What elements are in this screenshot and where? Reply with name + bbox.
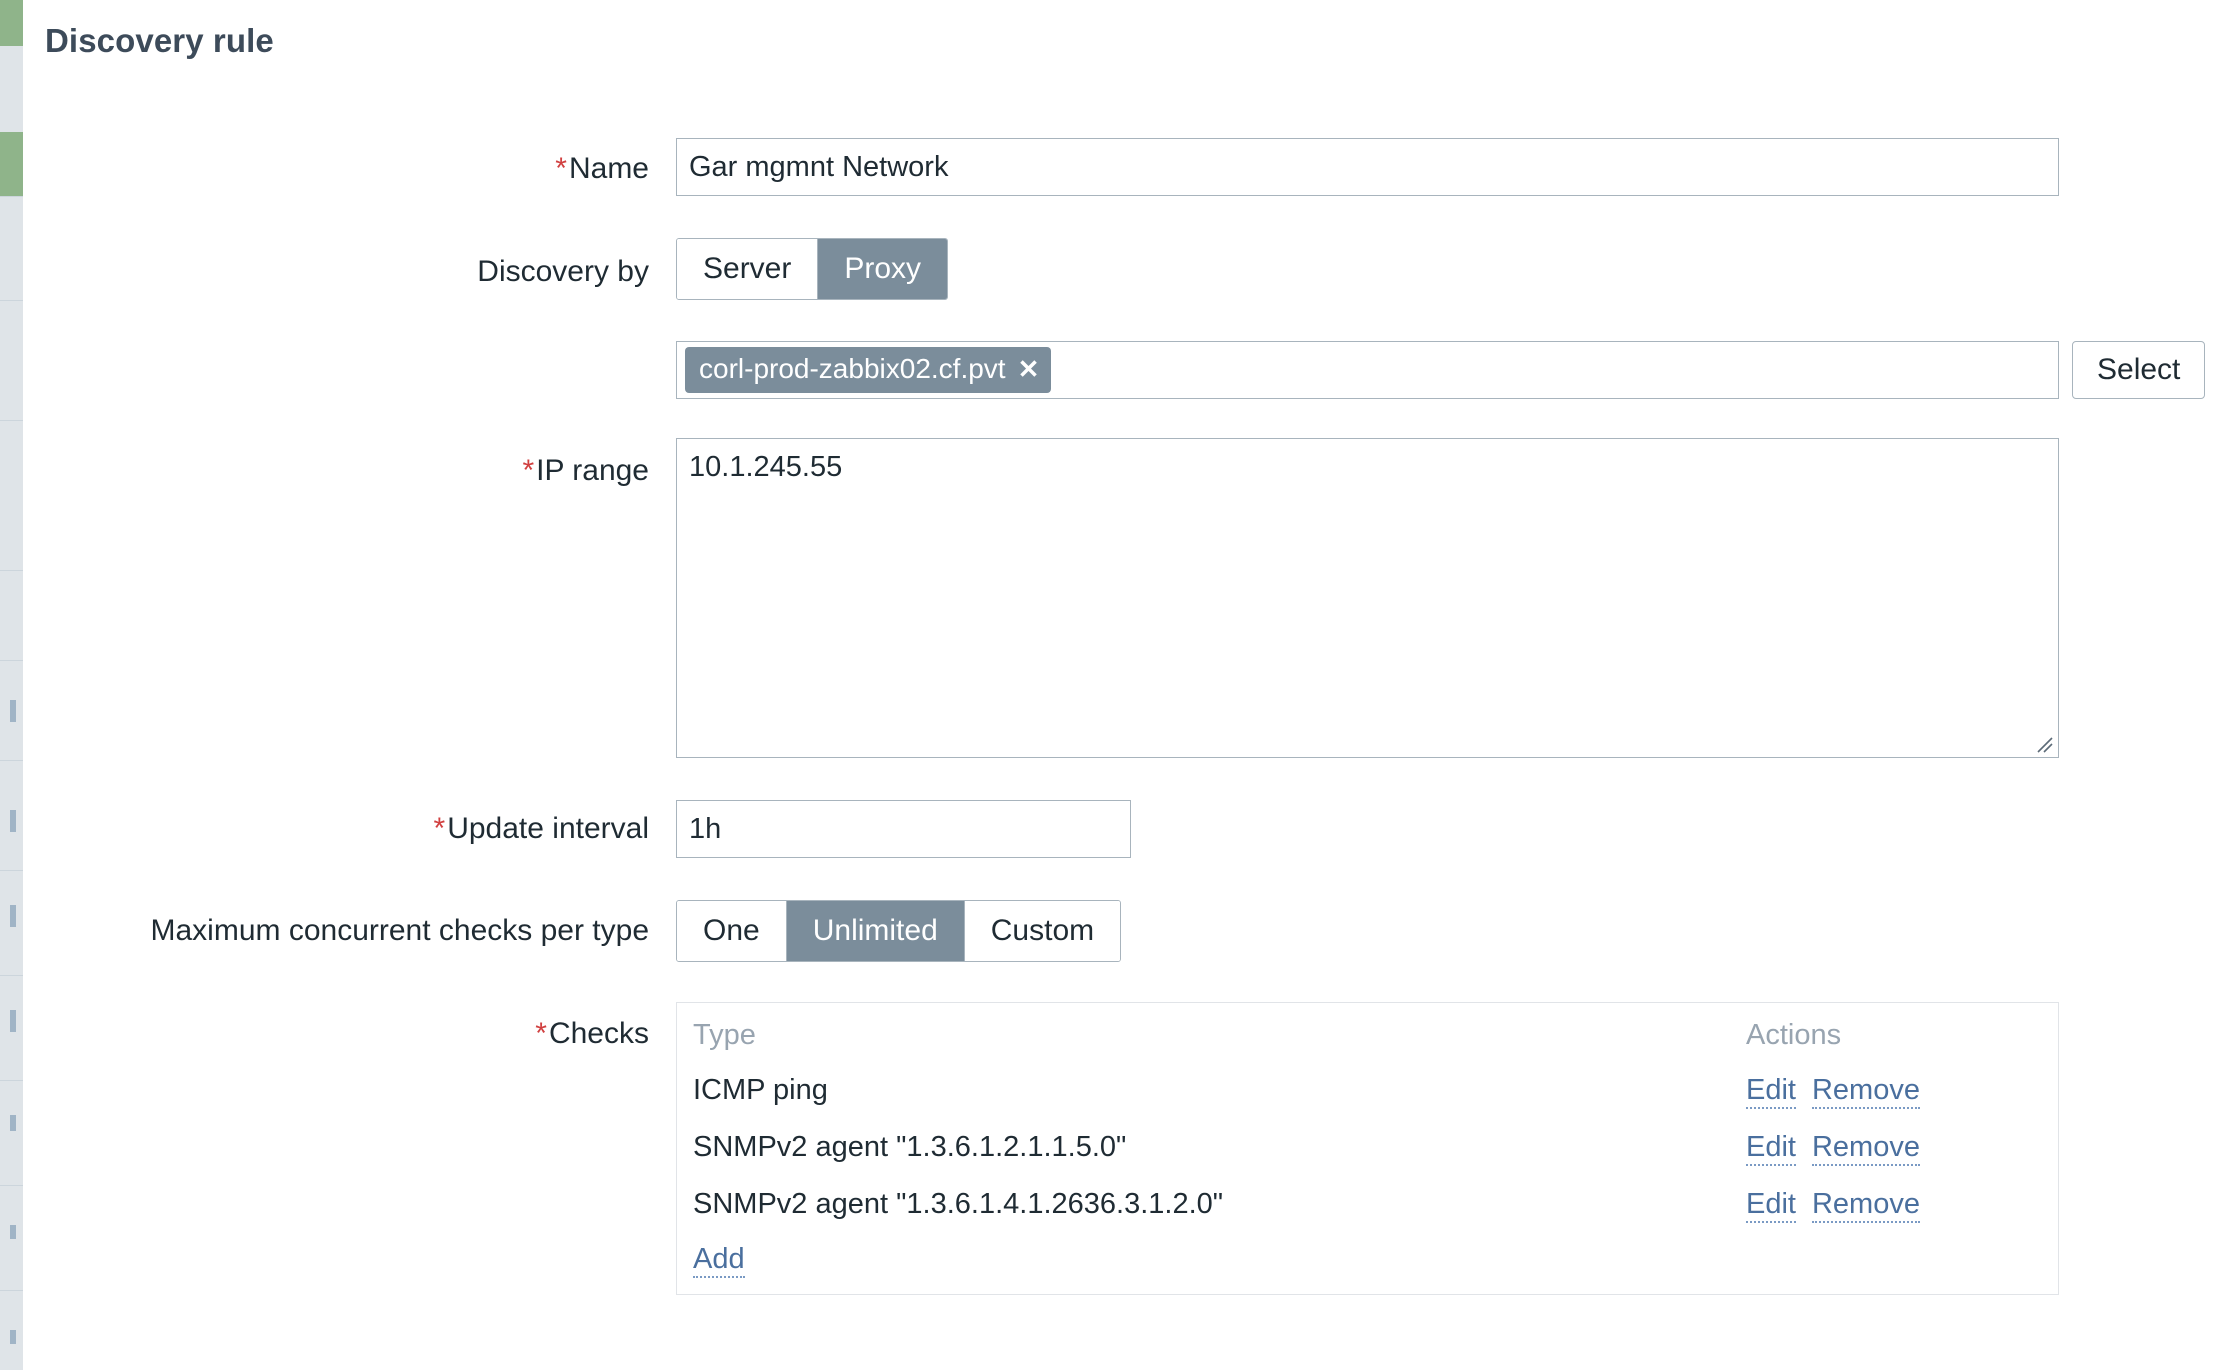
check-type-cell: SNMPv2 agent "1.3.6.1.2.1.1.5.0" <box>693 1131 1127 1163</box>
discovery-by-option-proxy[interactable]: Proxy <box>818 239 948 299</box>
add-cell: Add <box>677 1233 2058 1294</box>
column-header-actions: Actions <box>1746 1019 1842 1051</box>
max-concurrent-option-one[interactable]: One <box>677 901 787 961</box>
background-page-sliver <box>0 0 26 1370</box>
background-row-divider <box>0 570 23 571</box>
check-actions-cell: Edit Remove <box>1728 1119 2058 1176</box>
check-type-cell: SNMPv2 agent "1.3.6.1.4.1.2636.3.1.2.0" <box>693 1188 1224 1220</box>
remove-link[interactable]: Remove <box>1811 1074 1920 1109</box>
ip-range-label: *IP range <box>29 454 649 488</box>
max-concurrent-option-custom[interactable]: Custom <box>964 901 1121 961</box>
checks-label: *Checks <box>29 1017 649 1051</box>
background-row-divider <box>0 760 23 761</box>
proxy-select-button[interactable]: Select <box>2072 341 2206 399</box>
discovery-by-segmented-control[interactable]: Server Proxy <box>676 238 949 300</box>
update-interval-input[interactable] <box>676 800 1131 858</box>
max-concurrent-option-unlimited[interactable]: Unlimited <box>786 901 965 961</box>
close-icon[interactable]: ✕ <box>1017 354 1040 384</box>
table-row: SNMPv2 agent "1.3.6.1.4.1.2636.3.1.2.0" … <box>677 1176 2058 1233</box>
update-interval-label: *Update interval <box>29 812 649 846</box>
page-title: Discovery rule <box>45 22 274 59</box>
background-row-divider <box>0 1185 23 1186</box>
background-row-mark <box>10 1330 16 1344</box>
background-row-mark <box>10 905 16 927</box>
required-asterisk-icon: * <box>555 152 567 185</box>
edit-link[interactable]: Edit <box>1746 1131 1796 1166</box>
checks-table-header-row: Type Actions <box>677 1003 2058 1062</box>
discovery-rule-dialog: Discovery rule *Name Discovery by Server… <box>29 0 2228 1370</box>
ip-range-textarea[interactable]: 10.1.245.55 <box>676 438 2059 758</box>
remove-link[interactable]: Remove <box>1811 1188 1920 1223</box>
background-status-badge <box>0 132 23 196</box>
background-row-divider <box>0 196 23 197</box>
background-row-divider <box>0 660 23 661</box>
name-label: *Name <box>29 152 649 186</box>
max-concurrent-checks-label: Maximum concurrent checks per type <box>150 914 649 947</box>
background-row-mark <box>10 1010 16 1032</box>
check-type-cell: ICMP ping <box>693 1074 828 1106</box>
background-row-divider <box>0 1290 23 1291</box>
table-row: ICMP ping Edit Remove <box>677 1062 2058 1119</box>
background-row-divider <box>0 1080 23 1081</box>
background-row-divider <box>0 300 23 301</box>
required-asterisk-icon: * <box>433 812 446 845</box>
background-row-divider <box>0 870 23 871</box>
background-status-badge <box>0 0 23 46</box>
checks-label-text: Checks <box>548 1017 649 1050</box>
background-row-mark <box>10 810 16 832</box>
column-header-type: Type <box>693 1019 756 1051</box>
add-check-link[interactable]: Add <box>693 1243 745 1278</box>
check-actions-cell: Edit Remove <box>1728 1176 2058 1233</box>
checks-add-row: Add <box>677 1233 2058 1294</box>
update-interval-label-text: Update interval <box>447 812 649 845</box>
background-row-mark <box>10 700 16 722</box>
proxy-chip[interactable]: corl-prod-zabbix02.cf.pvt ✕ <box>685 347 1052 393</box>
name-input[interactable] <box>676 138 2059 196</box>
required-asterisk-icon: * <box>535 1017 547 1050</box>
check-actions-cell: Edit Remove <box>1728 1062 2058 1119</box>
required-asterisk-icon: * <box>522 454 535 487</box>
max-concurrent-checks-segmented-control[interactable]: One Unlimited Custom <box>676 900 1122 962</box>
edit-link[interactable]: Edit <box>1746 1074 1796 1109</box>
name-label-text: Name <box>568 152 649 185</box>
ip-range-label-text: IP range <box>536 454 649 487</box>
proxy-multiselect-field[interactable]: corl-prod-zabbix02.cf.pvt ✕ <box>676 341 2059 399</box>
discovery-by-label: Discovery by <box>477 255 649 288</box>
discovery-by-option-server[interactable]: Server <box>677 239 819 299</box>
proxy-chip-label: corl-prod-zabbix02.cf.pvt <box>699 353 1006 384</box>
background-row-mark <box>10 1115 16 1131</box>
remove-link[interactable]: Remove <box>1811 1131 1920 1166</box>
edit-link[interactable]: Edit <box>1746 1188 1796 1223</box>
background-row-divider <box>0 420 23 421</box>
background-row-divider <box>0 975 23 976</box>
background-row-mark <box>10 1225 16 1239</box>
table-row: SNMPv2 agent "1.3.6.1.2.1.1.5.0" Edit Rem… <box>677 1119 2058 1176</box>
